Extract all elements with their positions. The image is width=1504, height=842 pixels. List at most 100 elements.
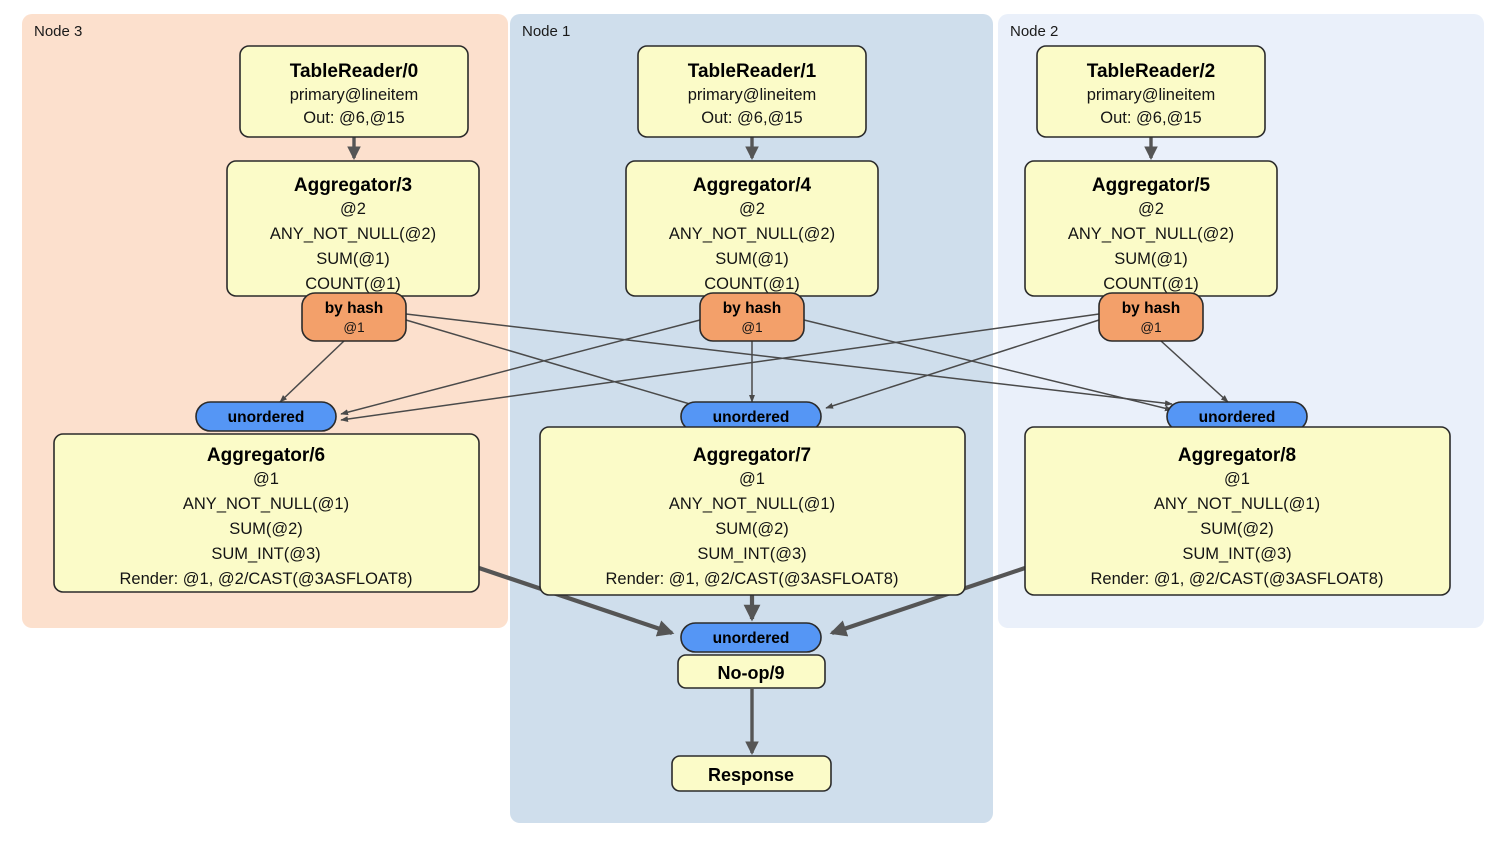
edge-hash1-to-unordered0 <box>340 319 701 416</box>
edge-hash1-to-unordered2 <box>803 319 1173 412</box>
edge-hash0-to-unordered2 <box>405 313 1173 407</box>
aggregator-8-line-5: Render: @1, @2/CAST(@3ASFLOAT8) <box>1091 570 1384 588</box>
aggregator-5-title: Aggregator/5 <box>1092 175 1211 196</box>
aggregator-6-line-5: Render: @1, @2/CAST(@3ASFLOAT8) <box>120 570 413 588</box>
edge-hash0-to-unordered1 <box>405 319 701 408</box>
tablereader-1-node[interactable]: TableReader/1 primary@lineitem Out: @6,@… <box>637 45 867 138</box>
edges-aggregator-to-final <box>478 566 1026 637</box>
tablereader-0-node[interactable]: TableReader/0 primary@lineitem Out: @6,@… <box>239 45 469 138</box>
aggregator-7-node[interactable]: Aggregator/7 @1 ANY_NOT_NULL(@1) SUM(@2)… <box>539 426 966 596</box>
aggregator-3-title: Aggregator/3 <box>294 175 412 196</box>
aggregator-7-title: Aggregator/7 <box>693 445 811 466</box>
aggregator-8-title: Aggregator/8 <box>1178 445 1296 466</box>
by-hash-1-box[interactable] <box>699 292 805 342</box>
aggregator-7-line-4: SUM_INT(@3) <box>697 545 806 563</box>
unordered-mid-0-label: unordered <box>228 409 305 426</box>
aggregator-6-line-1: @1 <box>253 470 279 488</box>
panel-node3-label: Node 3 <box>34 23 82 40</box>
edge-agg6-to-final <box>478 566 675 637</box>
edge-hash2-to-unordered2 <box>1160 340 1229 403</box>
aggregator-7-box[interactable] <box>539 426 966 596</box>
by-hash-2-box[interactable] <box>1098 292 1204 342</box>
response-node[interactable]: Response <box>671 755 832 792</box>
aggregator-7-line-5: Render: @1, @2/CAST(@3ASFLOAT8) <box>606 570 899 588</box>
by-hash-0-node[interactable]: by hash @1 <box>301 292 407 342</box>
aggregator-8-node[interactable]: Aggregator/8 @1 ANY_NOT_NULL(@1) SUM(@2)… <box>1024 426 1451 596</box>
tablereader-2-box[interactable] <box>1036 45 1266 138</box>
tablereader-2-title: TableReader/2 <box>1087 61 1215 82</box>
tablereader-0-box[interactable] <box>239 45 469 138</box>
tablereader-1-line-1: primary@lineitem <box>688 86 817 104</box>
tablereader-1-box[interactable] <box>637 45 867 138</box>
aggregator-6-node[interactable]: Aggregator/6 @1 ANY_NOT_NULL(@1) SUM(@2)… <box>53 433 480 593</box>
unordered-mid-1-node[interactable]: unordered <box>680 401 822 432</box>
aggregator-8-line-2: ANY_NOT_NULL(@1) <box>1154 495 1320 513</box>
aggregator-5-line-1: @2 <box>1138 200 1164 218</box>
aggregator-6-title: Aggregator/6 <box>207 445 325 466</box>
panel-node1-label: Node 1 <box>522 23 570 40</box>
aggregator-3-line-2: ANY_NOT_NULL(@2) <box>270 225 436 243</box>
aggregator-8-line-3: SUM(@2) <box>1200 520 1274 538</box>
aggregator-6-line-3: SUM(@2) <box>229 520 303 538</box>
by-hash-1-title: by hash <box>723 300 782 317</box>
aggregator-7-line-2: ANY_NOT_NULL(@1) <box>669 495 835 513</box>
aggregator-7-line-1: @1 <box>739 470 765 488</box>
tablereader-2-node[interactable]: TableReader/2 primary@lineitem Out: @6,@… <box>1036 45 1266 138</box>
aggregator-5-line-3: SUM(@1) <box>1114 250 1188 268</box>
aggregator-6-line-4: SUM_INT(@3) <box>211 545 320 563</box>
tablereader-1-title: TableReader/1 <box>688 61 817 82</box>
aggregator-5-node[interactable]: Aggregator/5 @2 ANY_NOT_NULL(@2) SUM(@1)… <box>1024 160 1278 297</box>
aggregator-4-line-1: @2 <box>739 200 765 218</box>
by-hash-2-title: by hash <box>1122 300 1181 317</box>
response-title: Response <box>708 765 794 785</box>
aggregator-4-node[interactable]: Aggregator/4 @2 ANY_NOT_NULL(@2) SUM(@1)… <box>625 160 879 297</box>
aggregator-7-line-3: SUM(@2) <box>715 520 789 538</box>
unordered-mid-1-label: unordered <box>713 409 790 426</box>
unordered-final-node[interactable]: unordered <box>680 622 822 653</box>
tablereader-1-line-2: Out: @6,@15 <box>701 109 802 127</box>
edges-hash-to-unordered <box>279 313 1229 422</box>
by-hash-2-sub: @1 <box>1140 320 1161 335</box>
edges-reader-to-aggregator <box>347 137 1158 161</box>
edge-agg8-to-final <box>829 566 1026 637</box>
unordered-mid-0-node[interactable]: unordered <box>195 401 337 432</box>
by-hash-0-sub: @1 <box>343 320 364 335</box>
aggregator-3-line-3: SUM(@1) <box>316 250 390 268</box>
by-hash-0-box[interactable] <box>301 292 407 342</box>
tablereader-0-line-1: primary@lineitem <box>290 86 419 104</box>
by-hash-2-node[interactable]: by hash @1 <box>1098 292 1204 342</box>
aggregator-8-line-1: @1 <box>1224 470 1250 488</box>
unordered-final-label: unordered <box>713 630 790 647</box>
tablereader-2-line-2: Out: @6,@15 <box>1100 109 1201 127</box>
aggregator-3-line-1: @2 <box>340 200 366 218</box>
aggregator-3-line-4: COUNT(@1) <box>305 275 401 293</box>
by-hash-0-title: by hash <box>325 300 384 317</box>
aggregator-4-line-3: SUM(@1) <box>715 250 789 268</box>
aggregator-3-node[interactable]: Aggregator/3 @2 ANY_NOT_NULL(@2) SUM(@1)… <box>226 160 480 297</box>
edge-hash2-to-unordered0 <box>340 313 1100 422</box>
response-box[interactable] <box>671 755 832 792</box>
no-op-9-node[interactable]: No-op/9 <box>677 654 826 689</box>
unordered-mid-2-node[interactable]: unordered <box>1166 401 1308 432</box>
aggregator-4-line-2: ANY_NOT_NULL(@2) <box>669 225 835 243</box>
aggregator-4-line-4: COUNT(@1) <box>704 275 800 293</box>
aggregator-8-line-4: SUM_INT(@3) <box>1182 545 1291 563</box>
tablereader-0-line-2: Out: @6,@15 <box>303 109 404 127</box>
unordered-mid-2-label: unordered <box>1199 409 1276 426</box>
unordered-mid-0-box[interactable] <box>195 401 337 432</box>
unordered-final-box[interactable] <box>680 622 822 653</box>
by-hash-1-sub: @1 <box>741 320 762 335</box>
no-op-9-title: No-op/9 <box>718 663 785 683</box>
aggregator-6-line-2: ANY_NOT_NULL(@1) <box>183 495 349 513</box>
aggregator-8-box[interactable] <box>1024 426 1451 596</box>
aggregator-4-title: Aggregator/4 <box>693 175 812 196</box>
edge-hash0-to-unordered0 <box>279 340 345 403</box>
by-hash-1-node[interactable]: by hash @1 <box>699 292 805 342</box>
tablereader-2-line-1: primary@lineitem <box>1087 86 1216 104</box>
aggregator-5-line-4: COUNT(@1) <box>1103 275 1199 293</box>
aggregator-6-box[interactable] <box>53 433 480 593</box>
aggregator-5-line-2: ANY_NOT_NULL(@2) <box>1068 225 1234 243</box>
tablereader-0-title: TableReader/0 <box>290 61 418 82</box>
